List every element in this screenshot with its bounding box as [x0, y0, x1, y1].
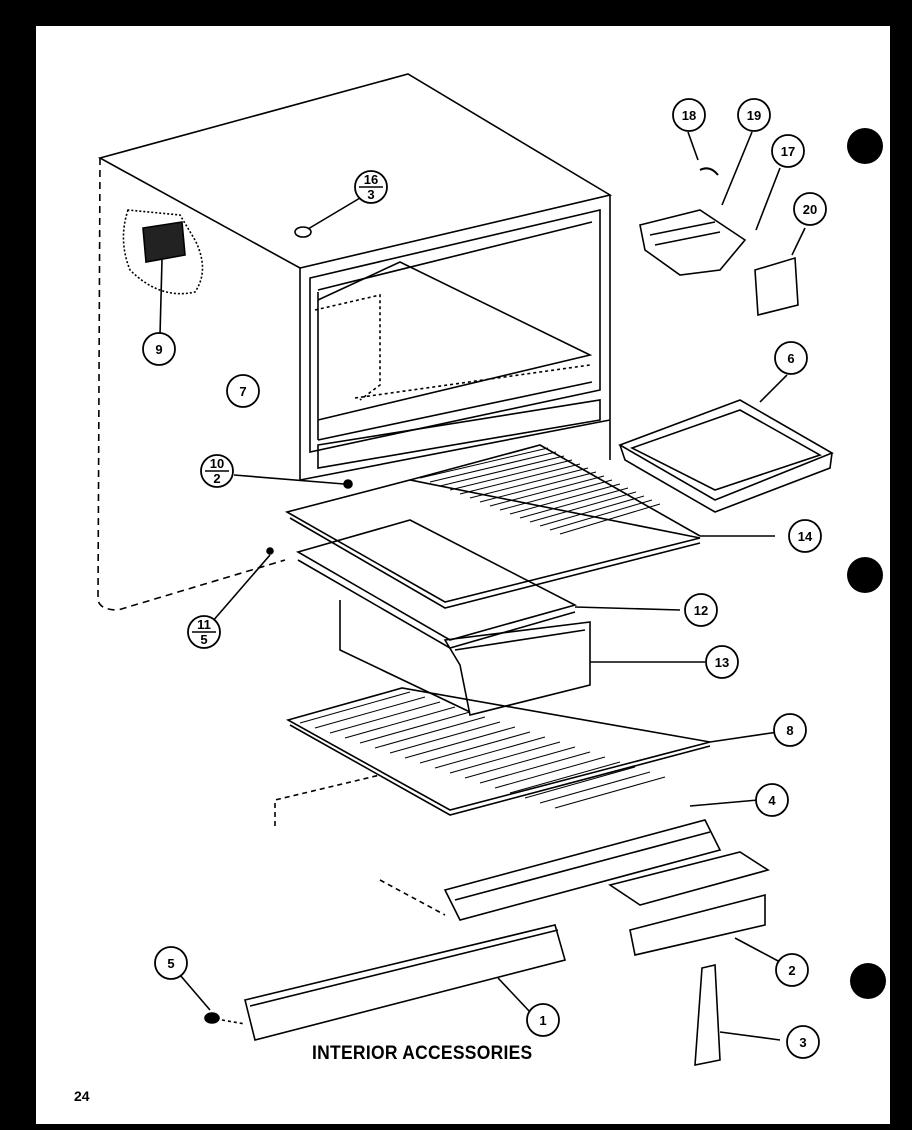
callout-number: 6 [787, 351, 794, 366]
part-2-pan [379, 819, 781, 963]
part-1-trim [244, 924, 566, 1041]
callout-number: 2 [788, 963, 795, 978]
icemaker-assembly [639, 131, 806, 317]
callout-ref-number: 10 [210, 456, 224, 471]
callout-19: 19 [737, 98, 771, 132]
part-6-tray [618, 374, 834, 513]
part-11-screw [211, 547, 274, 623]
callout-4: 4 [755, 783, 789, 817]
callout-14: 14 [788, 519, 822, 553]
callout-number: 4 [768, 793, 776, 808]
callout-16-3: 163 [354, 170, 388, 204]
part-4-shelf [274, 774, 759, 826]
part-13-crisper [339, 600, 705, 716]
callout-20: 20 [793, 192, 827, 226]
callout-12: 12 [684, 593, 718, 627]
callout-9: 9 [142, 332, 176, 366]
part-16-cap [294, 226, 312, 238]
callout-number: 5 [167, 956, 174, 971]
callout-number: 9 [155, 342, 162, 357]
callout-13: 13 [705, 645, 739, 679]
callout-qty-number: 3 [367, 187, 374, 202]
part-10-screw [233, 474, 353, 489]
part-9-label [122, 209, 204, 336]
binder-hole-2 [847, 557, 883, 593]
callout-1: 1 [526, 1003, 560, 1037]
callout-number: 7 [239, 384, 246, 399]
part-5-clip [179, 974, 246, 1025]
callout-number: 18 [682, 108, 696, 123]
part-14-shelf [284, 444, 775, 609]
callout-11-5: 115 [187, 615, 221, 649]
callout-6: 6 [774, 341, 808, 375]
callout-number: 8 [786, 723, 793, 738]
callout-2: 2 [775, 953, 809, 987]
diagram-page [36, 26, 890, 1124]
callout-number: 20 [803, 202, 817, 217]
callout-17: 17 [771, 134, 805, 168]
part-3-bracket [694, 964, 781, 1066]
page-number: 24 [74, 1088, 90, 1104]
callout-ref-number: 16 [364, 172, 378, 187]
diagram-title: INTERIOR ACCESSORIES [312, 1043, 533, 1064]
callout-3: 3 [786, 1025, 820, 1059]
callout-qty-number: 2 [213, 471, 220, 486]
callout-qty-number: 5 [200, 632, 207, 647]
binder-hole-1 [847, 128, 883, 164]
callout-10-2: 102 [200, 454, 234, 488]
callout-number: 17 [781, 144, 795, 159]
cabinet-liner [97, 73, 613, 611]
callout-5: 5 [154, 946, 188, 980]
callout-number: 1 [539, 1013, 546, 1028]
callout-8: 8 [773, 713, 807, 747]
callout-number: 19 [747, 108, 761, 123]
callout-number: 14 [798, 529, 813, 544]
callout-7: 7 [226, 374, 260, 408]
part-12-crisper-cover [295, 519, 681, 649]
callout-number: 13 [715, 655, 729, 670]
callout-number: 12 [694, 603, 708, 618]
callout-18: 18 [672, 98, 706, 132]
binder-hole-3 [850, 963, 886, 999]
part-8-wire-shelf [285, 687, 779, 816]
callout-number: 3 [799, 1035, 806, 1050]
callout-ref-number: 11 [197, 617, 211, 632]
